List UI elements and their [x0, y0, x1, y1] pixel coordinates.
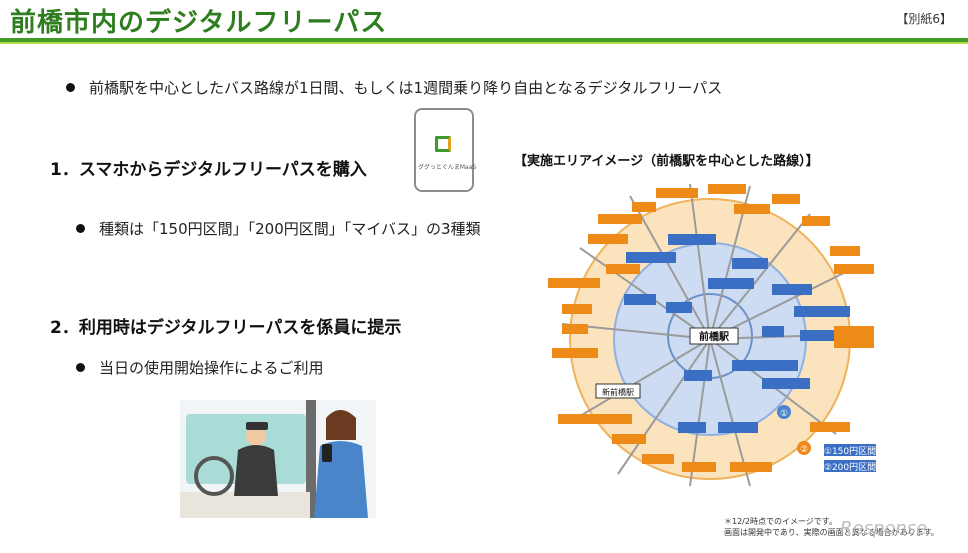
legend-150yen: ①150円区間 — [824, 446, 876, 457]
bullet-dot — [76, 363, 85, 372]
footnote: ＊12/2時点でのイメージです。 画面は開発中であり、実際の画面と異なる場合があ… — [724, 517, 939, 537]
step1-heading: 1．スマホからデジタルフリーパスを購入 — [50, 160, 367, 180]
route-area-map: 前橋駅 新前橋駅 ① ② ①150円区間 ②200円区間 — [548, 183, 876, 487]
step2-text: 当日の使用開始操作によるご利用 — [99, 359, 324, 377]
phone-illustration: ググっとぐんまMaaS — [414, 108, 477, 192]
title-rule — [0, 38, 968, 42]
ring-number-2 — [797, 441, 811, 455]
phone-icon — [322, 444, 332, 462]
step2-heading: 2．利用時はデジタルフリーパスを係員に提示 — [50, 318, 402, 338]
app-logo-icon — [435, 136, 451, 152]
center-station: 前橋駅 — [699, 330, 730, 343]
step1-bullet: 種類は「150円区間」「200円区間」「マイバス」の3種類 — [76, 218, 481, 239]
bullet-dot — [76, 224, 85, 233]
title-rule-accent — [0, 42, 968, 44]
center-station-box — [689, 327, 739, 345]
ring-number-1 — [777, 405, 791, 419]
step1-text: 種類は「150円区間」「200円区間」「マイバス」の3種類 — [99, 220, 481, 238]
west-station: 新前橋駅 — [602, 387, 634, 397]
app-name: ググっとぐんまMaaS — [418, 164, 477, 171]
page-title: 前橋市内のデジタルフリーパス — [10, 8, 388, 38]
bus-illustration — [180, 400, 376, 518]
watermark-logo: Response. — [840, 518, 933, 539]
legend-200yen: ②200円区間 — [824, 462, 876, 473]
svg-text:①: ① — [780, 409, 788, 419]
area-map-title: 【実施エリアイメージ（前橋駅を中心とした路線）】 — [514, 154, 819, 169]
svg-text:②: ② — [800, 445, 808, 455]
step2-bullet: 当日の使用開始操作によるご利用 — [76, 357, 324, 378]
west-station-box — [595, 383, 641, 399]
steering-wheel-icon — [194, 456, 234, 496]
appendix-tag: 【別紙6】 — [896, 12, 952, 26]
bullet-dot — [66, 83, 75, 92]
intro-text: 前橋駅を中心としたバス路線が1日間、もしくは1週間乗り降り自由となるデジタルフリ… — [89, 79, 723, 97]
intro-bullet: 前橋駅を中心としたバス路線が1日間、もしくは1週間乗り降り自由となるデジタルフリ… — [66, 77, 722, 98]
